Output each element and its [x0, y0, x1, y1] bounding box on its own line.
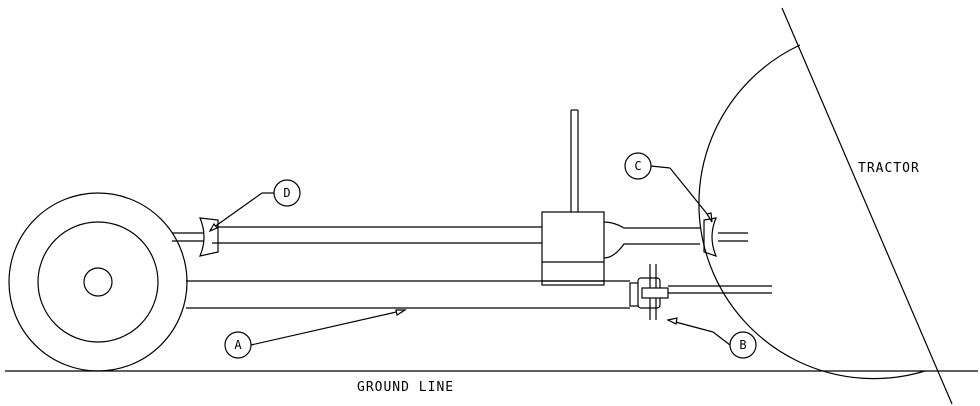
wheel-hub [83, 267, 113, 297]
callout-d: D [208, 179, 301, 233]
pto-shaft [603, 217, 748, 259]
drawbar-tube [186, 280, 641, 309]
u-joint-c [703, 217, 718, 257]
wheel-rim [37, 221, 159, 343]
callout-c-label: C [634, 159, 641, 173]
gearbox [541, 109, 605, 286]
tractor-tire [698, 44, 926, 380]
u-joint-d [198, 217, 219, 257]
wheel-outer [8, 192, 188, 372]
clevis-hitch [637, 264, 772, 320]
callout-a: A [224, 309, 408, 359]
tractor-label: TRACTOR [858, 161, 920, 176]
callout-b: B [666, 317, 757, 359]
callout-d-label: D [283, 186, 290, 200]
implement-wheel [8, 192, 188, 372]
drive-shaft [172, 217, 542, 257]
callout-c: C [624, 152, 713, 223]
tractor-outline [781, 7, 953, 405]
callout-b-label: B [739, 338, 746, 352]
ground-line-label: GROUND LINE [357, 380, 454, 395]
callout-a-label: A [234, 338, 242, 352]
